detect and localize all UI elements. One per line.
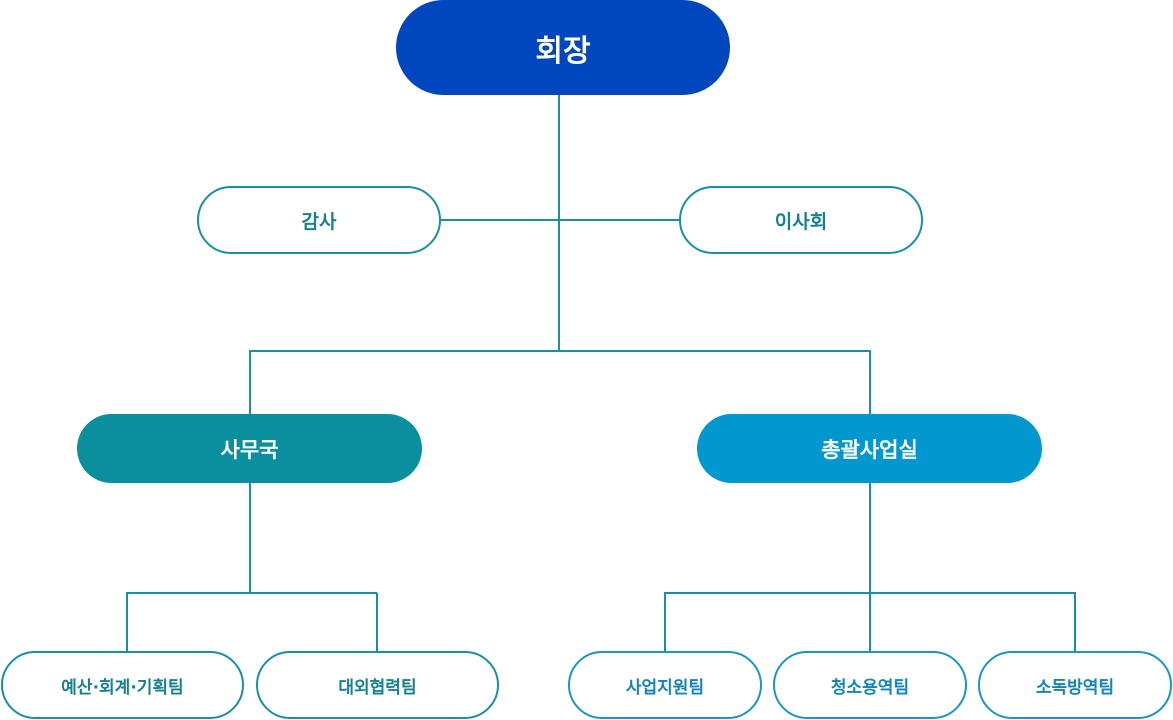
office-team-branch-line bbox=[126, 482, 251, 652]
chairman-label: 회장 bbox=[535, 33, 591, 69]
business-support-team-node: 사업지원팀 bbox=[568, 651, 762, 719]
cleaning-team-label: 청소용역팀 bbox=[830, 677, 910, 698]
external-affairs-team-label: 대외협력팀 bbox=[338, 677, 417, 698]
board-label: 이사회 bbox=[774, 210, 828, 233]
cleaning-team-node: 청소용역팀 bbox=[773, 651, 967, 719]
business-support-team-label: 사업지원팀 bbox=[625, 677, 705, 698]
business-team-branch-line bbox=[664, 592, 1076, 652]
budget-team-node: 예산·회계·기획팀 bbox=[1, 651, 244, 719]
audit-node: 감사 bbox=[197, 186, 441, 254]
secretariat-label: 사무국 bbox=[220, 437, 279, 462]
general-business-node: 총괄사업실 bbox=[697, 414, 1042, 483]
chairman-node: 회장 bbox=[396, 0, 730, 95]
disinfection-team-label: 소독방역팀 bbox=[1035, 677, 1115, 698]
disinfection-team-node: 소독방역팀 bbox=[978, 651, 1172, 719]
division-branch-line bbox=[249, 350, 871, 415]
audit-label: 감사 bbox=[301, 210, 337, 233]
budget-team-label: 예산·회계·기획팀 bbox=[61, 677, 184, 698]
board-node: 이사회 bbox=[679, 186, 923, 254]
secretariat-node: 사무국 bbox=[77, 414, 422, 483]
general-business-label: 총괄사업실 bbox=[821, 437, 918, 462]
external-affairs-team-node: 대외협력팀 bbox=[256, 651, 499, 719]
